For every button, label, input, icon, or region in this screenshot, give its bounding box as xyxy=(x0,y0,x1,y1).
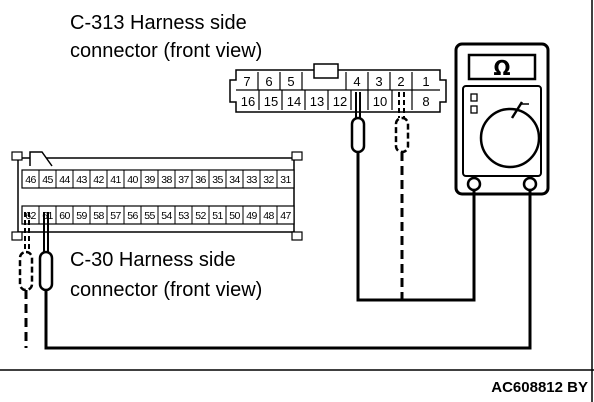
c30-pin-57: 57 xyxy=(110,210,121,222)
c313-label-line1: C-313 Harness side xyxy=(70,12,247,34)
c313-lock-tab xyxy=(313,63,339,79)
ohmmeter: Ω xyxy=(454,42,550,196)
c313-pin-3: 3 xyxy=(375,74,382,89)
c30-pin-39: 39 xyxy=(144,174,155,186)
c30-pin-34: 34 xyxy=(229,174,240,186)
c30-pin-35: 35 xyxy=(212,174,223,186)
terminal-right xyxy=(522,176,538,192)
c30-pin-32: 32 xyxy=(263,174,274,186)
c30-pin-48: 48 xyxy=(263,210,274,222)
c30-pin-62: 62 xyxy=(25,210,36,222)
c30-pin-54: 54 xyxy=(161,210,172,222)
c313-pin-14: 14 xyxy=(287,94,301,109)
c313-pin-2: 2 xyxy=(397,74,404,89)
c30-pin-47: 47 xyxy=(280,210,291,222)
c313-pin-7: 7 xyxy=(243,74,250,89)
wire-c30-pin61-to-meter xyxy=(44,190,532,350)
c30-pin-45: 45 xyxy=(42,174,53,186)
c30-pin-36: 36 xyxy=(195,174,206,186)
wire-c313-pin4-to-meter xyxy=(356,152,476,302)
c30-pin-59: 59 xyxy=(76,210,87,222)
terminal-left xyxy=(466,176,482,192)
c30-pin-58: 58 xyxy=(93,210,104,222)
c313-pin-10: 10 xyxy=(373,94,387,109)
ohmmeter-dial xyxy=(479,107,541,169)
c313-pin-1: 1 xyxy=(422,74,429,89)
c30-pin-44: 44 xyxy=(59,174,70,186)
c30-pin-60: 60 xyxy=(59,210,70,222)
c30-pin-53: 53 xyxy=(178,210,189,222)
c30-pin-41: 41 xyxy=(110,174,121,186)
c30-pin-52: 52 xyxy=(195,210,206,222)
c30-pin-46: 46 xyxy=(25,174,36,186)
probe-c30-pin62 xyxy=(18,212,34,292)
c30-pin-38: 38 xyxy=(161,174,172,186)
c30-pin-56: 56 xyxy=(127,210,138,222)
c30-pin-33: 33 xyxy=(246,174,257,186)
c30-pin-51: 51 xyxy=(212,210,223,222)
c313-label-line2: connector (front view) xyxy=(70,40,262,62)
c30-pin-55: 55 xyxy=(144,210,155,222)
c313-pin-5: 5 xyxy=(287,74,294,89)
c313-pin-8: 8 xyxy=(422,94,429,109)
c30-pin-31: 31 xyxy=(280,174,291,186)
c30-pin-43: 43 xyxy=(76,174,87,186)
figure-code: AC608812 BY xyxy=(491,379,588,396)
c30-label-line1: C-30 Harness side xyxy=(70,249,236,271)
c313-connector: 7 6 5 4 3 2 1 16 15 14 13 12 10 8 xyxy=(229,63,447,113)
c313-pin-13: 13 xyxy=(310,94,324,109)
c30-pin-40: 40 xyxy=(127,174,138,186)
c313-pin-6: 6 xyxy=(265,74,272,89)
c30-label-line2: connector (front view) xyxy=(70,279,262,301)
c313-pin-12: 12 xyxy=(333,94,347,109)
c30-pin-37: 37 xyxy=(178,174,189,186)
range-mark-2 xyxy=(470,105,478,114)
range-mark-1 xyxy=(470,93,478,102)
c30-lock-tab xyxy=(29,151,53,167)
ohm-symbol: Ω xyxy=(493,56,510,80)
c30-pin-42: 42 xyxy=(93,174,104,186)
c313-pin-15: 15 xyxy=(264,94,278,109)
c30-pin-49: 49 xyxy=(246,210,257,222)
c313-pin-4: 4 xyxy=(353,74,360,89)
c30-pin-50: 50 xyxy=(229,210,240,222)
c313-pin-16: 16 xyxy=(241,94,255,109)
ohmmeter-display xyxy=(467,53,537,81)
